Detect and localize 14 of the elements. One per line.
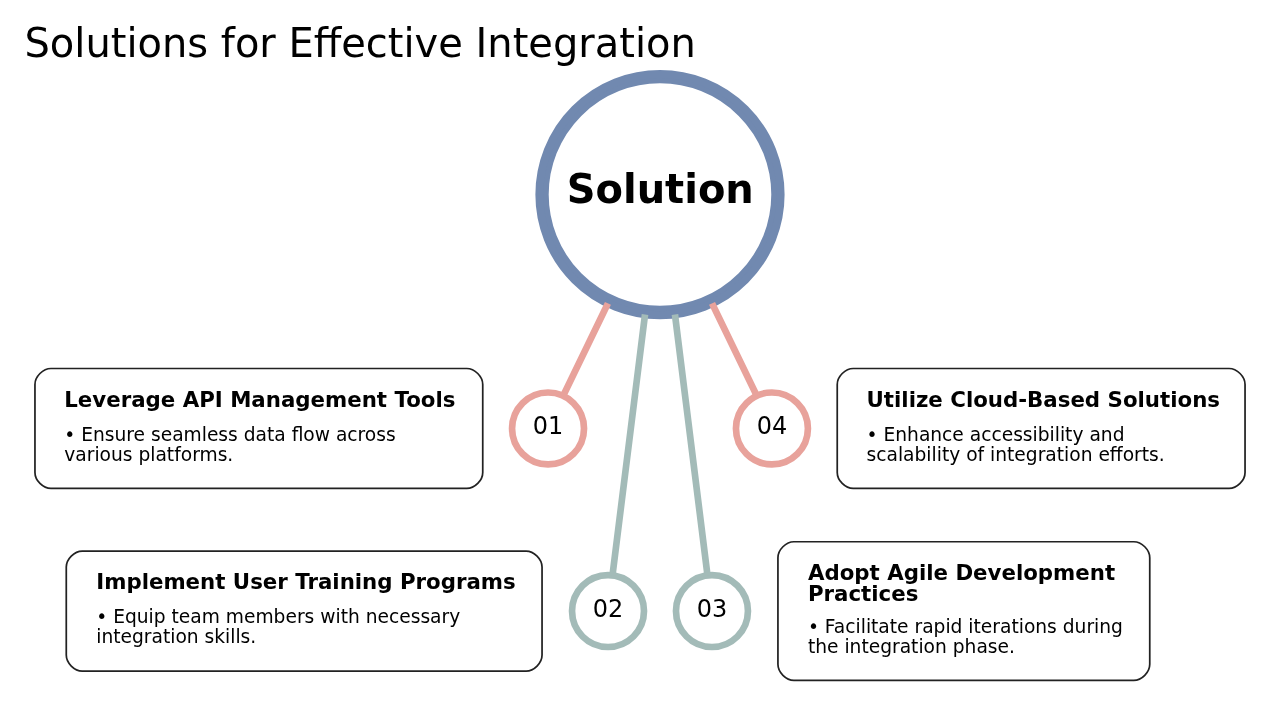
connector	[709, 301, 760, 397]
node-box: Implement User Training Programs • Equip team members with necessary integration skills.	[65, 549, 543, 672]
node-box: Adopt Agile Development Practices • Facilitate rapid iterations during the integration phase.	[777, 540, 1151, 681]
node-box: Leverage API Management Tools • Ensure seamless data flow across various platforms.	[34, 367, 484, 489]
connector	[560, 301, 611, 397]
connector	[609, 313, 649, 576]
node-circle: 02	[568, 571, 648, 650]
connector	[671, 313, 711, 576]
node-circle: 01	[508, 388, 588, 468]
node-box: Utilize Cloud-Based Solutions • Enhance accessibility and scalability of integration efforts.	[836, 367, 1246, 489]
node-circle: 04	[732, 388, 812, 468]
diagram-title: Solutions for Effective Integration	[24, 19, 696, 66]
node-circle: Solution	[535, 69, 785, 319]
node-circle: 03	[672, 571, 752, 650]
